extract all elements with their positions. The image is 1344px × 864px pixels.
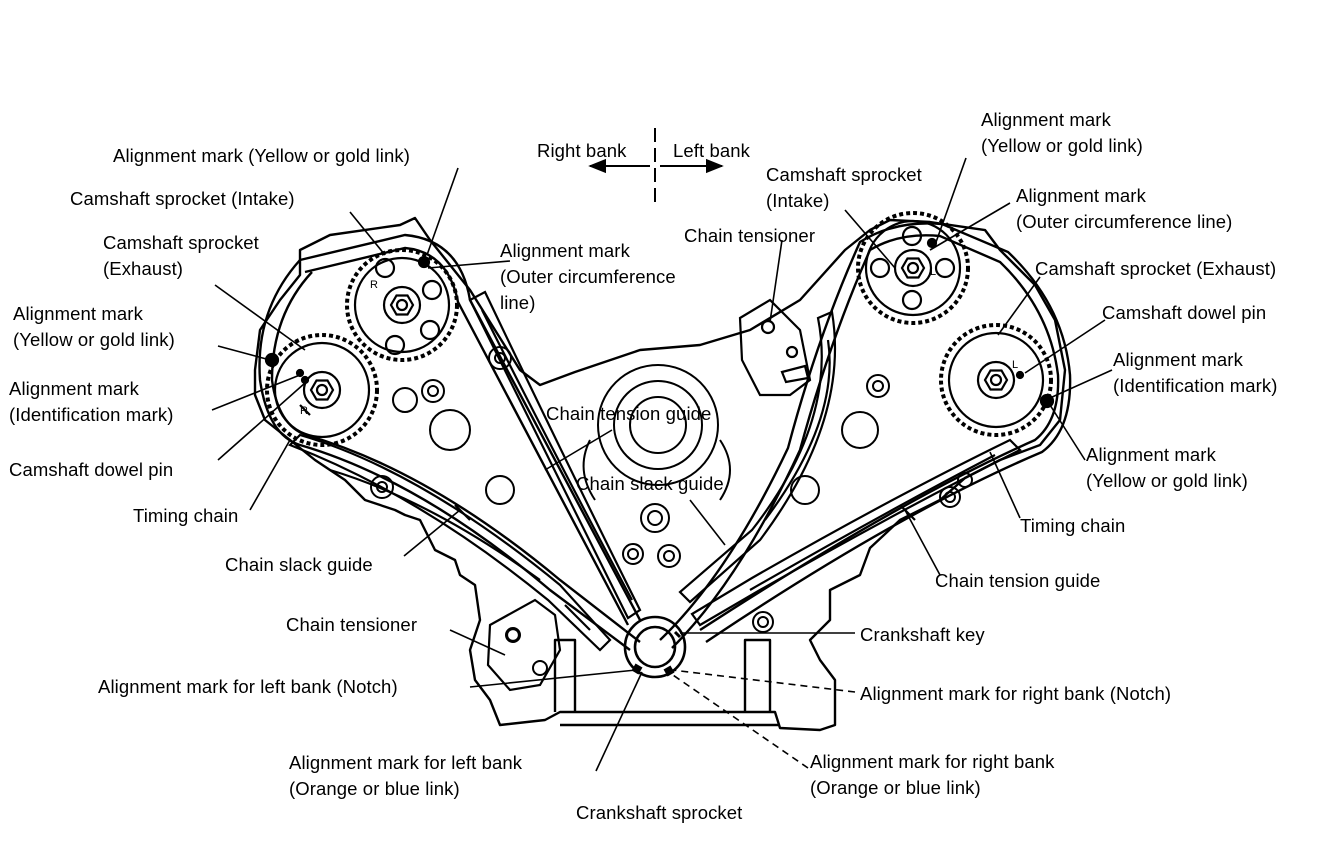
label-line: Alignment mark: [500, 240, 630, 261]
label-line: Camshaft sprocket (Exhaust): [1035, 258, 1277, 279]
label-line: Crankshaft key: [860, 624, 985, 645]
label-line: (Yellow or gold link): [981, 135, 1143, 156]
label-left-align-yellow-side: Alignment mark (Yellow or gold link): [13, 301, 175, 353]
dashed-leader-lines: [669, 669, 856, 769]
label-center-tensioner: Chain tensioner: [684, 223, 815, 249]
label-line: Alignment mark: [1016, 185, 1146, 206]
label-line: Timing chain: [1020, 515, 1126, 536]
label-left-align-yellow-top: Alignment mark (Yellow or gold link): [113, 143, 410, 169]
lower-chain-tensioner: [486, 598, 562, 692]
left-intake-mark: R: [370, 279, 378, 291]
label-right-timing-chain: Timing chain: [1020, 513, 1125, 539]
label-line: Alignment mark: [1086, 444, 1216, 465]
leader-lines: [211, 157, 1113, 772]
right-timing-chain: [659, 222, 1072, 649]
label-right-align-outer: Alignment mark (Outer circumference line…: [1016, 183, 1232, 235]
label-line: Alignment mark for left bank (Notch): [98, 676, 398, 697]
label-line: Camshaft sprocket: [766, 164, 922, 185]
left-bank-label: Left bank: [673, 140, 751, 161]
label-center-tension-guide: Chain tension guide: [546, 401, 711, 427]
crank-notch-marks: [631, 663, 675, 677]
label-left-align-notch: Alignment mark for left bank (Notch): [98, 674, 398, 700]
label-left-slack-guide: Chain slack guide: [225, 552, 373, 578]
bank-orientation: [588, 128, 724, 208]
label-left-cam-exhaust: Camshaft sprocket (Exhaust): [103, 230, 259, 282]
label-line: line): [500, 292, 536, 313]
label-center-align-outer: Alignment mark (Outer circumference line…: [500, 238, 676, 316]
label-line: Camshaft dowel pin: [1102, 302, 1267, 323]
left-exhaust-mark: R: [300, 405, 308, 417]
label-line: Alignment mark for right bank (Notch): [860, 683, 1172, 704]
label-left-tensioner: Chain tensioner: [286, 612, 417, 638]
label-line: Chain slack guide: [225, 554, 373, 575]
label-line: (Intake): [766, 190, 830, 211]
label-left-align-ident: Alignment mark (Identification mark): [9, 376, 174, 428]
label-line: (Outer circumference line): [1016, 211, 1233, 232]
label-line: Chain tension guide: [935, 570, 1101, 591]
label-line: Camshaft dowel pin: [9, 459, 174, 480]
label-line: Camshaft sprocket (Intake): [70, 188, 295, 209]
label-right-crank-key: Crankshaft key: [860, 622, 985, 648]
label-line: Camshaft sprocket: [103, 232, 259, 253]
right-exhaust-sprocket: [939, 323, 1055, 437]
label-line: (Orange or blue link): [810, 777, 981, 798]
label-left-cam-intake: Camshaft sprocket (Intake): [70, 186, 295, 212]
left-intake-sprocket: [345, 248, 459, 362]
label-line: (Exhaust): [103, 258, 184, 279]
crankshaft-sprocket: [623, 615, 687, 679]
label-right-align-yellow-top: Alignment mark (Yellow or gold link): [981, 107, 1143, 159]
left-tension-guide: [468, 290, 642, 620]
label-center-slack-guide: Chain slack guide: [576, 471, 724, 497]
label-line: (Yellow or gold link): [13, 329, 175, 350]
right-exhaust-mark: L: [1012, 359, 1018, 371]
label-line: Alignment mark: [13, 303, 143, 324]
label-line: Chain tensioner: [684, 225, 816, 246]
label-line: Alignment mark (Yellow or gold link): [113, 145, 410, 166]
label-right-align-yellow-side: Alignment mark (Yellow or gold link): [1086, 442, 1248, 494]
label-line: (Orange or blue link): [289, 778, 460, 799]
label-right-cam-intake: Camshaft sprocket (Intake): [766, 162, 922, 214]
label-line: Chain tension guide: [546, 403, 712, 424]
label-right-cam-exhaust: Camshaft sprocket (Exhaust): [1035, 256, 1276, 282]
label-line: Alignment mark: [9, 378, 139, 399]
label-line: Alignment mark: [981, 109, 1111, 130]
label-line: (Outer circumference: [500, 266, 676, 287]
label-line: (Yellow or gold link): [1086, 470, 1248, 491]
right-intake-sprocket: [856, 211, 970, 325]
label-left-timing-chain: Timing chain: [133, 503, 238, 529]
label-line: Timing chain: [133, 505, 239, 526]
label-right-align-ident: Alignment mark (Identification mark): [1113, 347, 1278, 399]
right-intake-mark: L: [930, 266, 936, 278]
label-right-align-notch: Alignment mark for right bank (Notch): [860, 681, 1171, 707]
left-exhaust-sprocket: [264, 333, 379, 447]
label-left-dowel: Camshaft dowel pin: [9, 457, 173, 483]
label-line: Chain tensioner: [286, 614, 418, 635]
label-line: Crankshaft sprocket: [576, 802, 743, 823]
center-chain-tensioner: [738, 298, 812, 397]
label-line: Alignment mark for left bank: [289, 752, 523, 773]
center-slack-guide: [678, 310, 837, 604]
block-bosses: [370, 346, 973, 676]
label-line: Alignment mark: [1113, 349, 1243, 370]
label-line: Alignment mark for right bank: [810, 751, 1055, 772]
label-line: Chain slack guide: [576, 473, 724, 494]
label-right-tension-guide: Chain tension guide: [935, 568, 1100, 594]
label-line: (Identification mark): [1113, 375, 1278, 396]
label-right-dowel: Camshaft dowel pin: [1102, 300, 1266, 326]
right-bank-label: Right bank: [537, 140, 627, 161]
label-right-align-link: Alignment mark for right bank (Orange or…: [810, 749, 1055, 801]
label-crank-sprocket: Crankshaft sprocket: [576, 800, 742, 826]
label-line: (Identification mark): [9, 404, 174, 425]
label-left-align-link: Alignment mark for left bank (Orange or …: [289, 750, 522, 802]
